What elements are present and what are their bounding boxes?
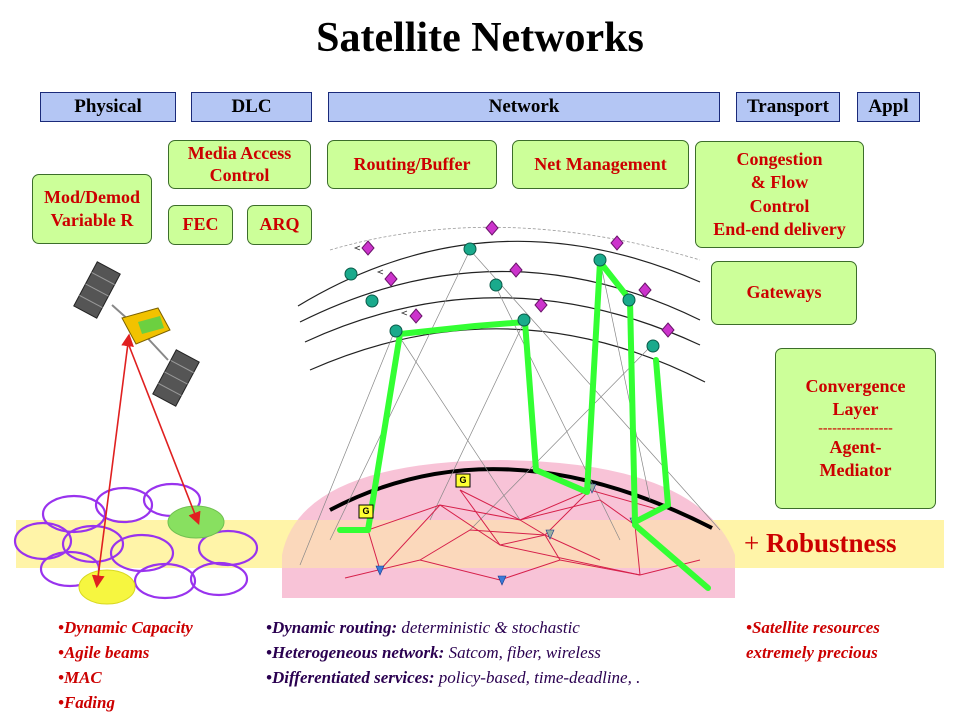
middle-bullet-list: •Dynamic routing: deterministic & stocha… <box>266 615 640 690</box>
satellite-icon <box>73 261 200 407</box>
convergence-line: Agent- <box>829 436 882 457</box>
mac-line: Control <box>209 164 270 185</box>
robustness-plus: + <box>744 528 760 558</box>
routing-path <box>337 259 711 591</box>
mac-box: Media Access Control <box>168 140 311 189</box>
list-item: •Satellite resources <box>746 618 880 637</box>
bullet-detail: Satcom, fiber, wireless <box>444 643 601 662</box>
congestion-line: End-end delivery <box>713 218 846 239</box>
mod-demod-line: Variable R <box>50 210 134 230</box>
beam-arrows <box>91 333 201 589</box>
orbit-arcs <box>297 240 706 383</box>
mod-demod-box: Mod/Demod Variable R <box>32 174 152 244</box>
list-item: •Fading <box>58 693 115 712</box>
right-bullet-list: •Satellite resources extremely precious <box>746 615 880 665</box>
layer-physical: Physical <box>40 92 176 122</box>
spot-beams <box>13 482 259 600</box>
earth-dome <box>282 460 735 598</box>
list-item: •Differentiated services: policy-based, … <box>266 665 640 690</box>
mac-line: Media Access <box>187 142 292 163</box>
layer-dlc: DLC <box>191 92 312 122</box>
gateway-marker-label: G <box>459 475 467 485</box>
bullet-heading: •Dynamic routing: <box>266 618 398 637</box>
page-title: Satellite Networks <box>316 15 644 61</box>
active-beam-green <box>167 505 225 539</box>
congestion-line: Congestion <box>736 148 823 169</box>
robustness-label: + Robustness <box>744 528 897 559</box>
arq-box: ARQ <box>247 205 312 245</box>
robustness-text: Robustness <box>765 528 897 558</box>
net-management-box: Net Management <box>512 140 689 189</box>
orbit-dashes <box>329 226 701 261</box>
convergence-separator: ---------------- <box>818 420 893 436</box>
gateway-markers <box>358 473 471 519</box>
mod-demod-line: Mod/Demod <box>44 186 140 207</box>
convergence-line: Layer <box>832 399 879 420</box>
fec-box: FEC <box>168 205 233 245</box>
bullet-detail: policy-based, time-deadline, . <box>434 668 641 687</box>
list-item: •Heterogeneous network: Satcom, fiber, w… <box>266 640 640 665</box>
diamond-satellites <box>361 220 675 338</box>
node-arrows <box>353 245 408 316</box>
congestion-line: & Flow <box>750 172 809 193</box>
list-item: •MAC <box>58 668 102 687</box>
bullet-detail: deterministic & stochastic <box>397 618 580 637</box>
routing-buffer-box: Routing/Buffer <box>327 140 497 189</box>
list-item: •Dynamic routing: deterministic & stocha… <box>266 615 640 640</box>
active-beam-yellow <box>78 569 136 605</box>
convergence-line: Convergence <box>805 375 906 396</box>
list-item: •Agile beams <box>58 643 150 662</box>
bullet-heading: •Heterogeneous network: <box>266 643 445 662</box>
convergence-layer-box: Convergence Layer ---------------- Agent… <box>775 348 936 509</box>
layer-network: Network <box>328 92 720 122</box>
layer-appl: Appl <box>857 92 920 122</box>
terrestrial-network <box>344 489 701 581</box>
congestion-line: Control <box>749 195 810 216</box>
gateways-box: Gateways <box>711 261 857 325</box>
list-item: extremely precious <box>746 643 878 662</box>
bullet-heading: •Differentiated services: <box>266 668 435 687</box>
layer-transport: Transport <box>736 92 840 122</box>
left-bullet-list: •Dynamic Capacity •Agile beams •MAC •Fad… <box>58 615 193 715</box>
gateway-marker-label: G <box>362 506 370 516</box>
convergence-line: Mediator <box>819 459 892 480</box>
satellite-nodes <box>344 242 660 353</box>
list-item: •Dynamic Capacity <box>58 618 193 637</box>
footprint-lines <box>299 249 721 566</box>
congestion-box: Congestion & Flow Control End-end delive… <box>695 141 864 248</box>
